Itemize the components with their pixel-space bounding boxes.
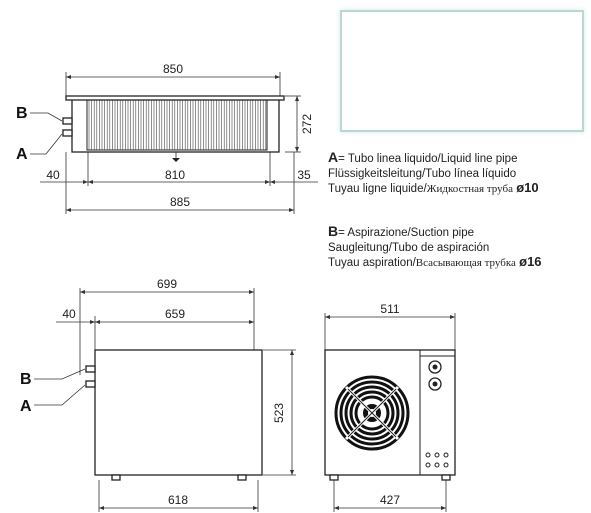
side-unit-body [94,349,263,476]
legend-b-line2: Saugleitung/Tubo de aspiración [328,241,490,254]
dim-618-label: 618 [168,493,188,507]
top-view: 850 B A 272 40 810 [16,62,318,214]
dim-40-top-label: 40 [46,168,60,182]
legend-a-line2: Flüssigkeitsleitung/Tubo línea líquido [328,167,517,180]
top-unit-flange [65,95,285,101]
legend-a-line3a: Tuyau ligne liquide/ [328,183,427,195]
label-b-side: B [20,371,32,388]
legend-b-value: ø16 [519,254,542,269]
inset-frame [340,10,584,132]
front-foot-right [441,474,451,481]
legend-b-line1: = Aspirazione/Suction pipe [338,227,474,239]
side-foot-left [111,474,121,481]
side-foot-right [237,474,247,481]
side-pipe-a [85,380,96,388]
label-b-top: B [16,105,28,122]
side-view: 699 40 659 B A 523 618 [20,277,296,512]
dim-850-label: 850 [163,62,183,76]
dim-272-label: 272 [300,114,314,134]
electrical-connectors-icon [425,452,449,468]
dim-810-label: 810 [165,168,185,182]
legend-a-value: ø10 [516,180,539,195]
dim-511-label: 511 [380,302,399,316]
label-a-side: A [20,398,32,415]
legend-b: B= Aspirazione/Suction pipe Saugleitung/… [328,224,590,271]
dim-40-side-label: 40 [62,307,76,321]
legend-a: A= Tubo linea liquido/Liquid line pipe F… [328,150,590,197]
coil-fins [88,100,267,150]
dim-35-label: 35 [297,168,311,182]
drain-outlet [172,158,180,162]
legend-b-line3b: Всасывающая трубка [415,257,516,269]
legend-b-line3a: Tuyau aspiration/ [328,257,416,269]
dim-699-label: 699 [157,277,177,291]
pipe-b-stub [62,117,73,125]
front-view: 511 427 [324,302,456,512]
top-unit-body [71,97,280,153]
label-a-top: A [16,146,28,163]
fan-grille-icon [334,375,410,451]
legend-a-line1: = Tubo linea liquido/Liquid line pipe [338,153,518,165]
front-foot-left [329,474,339,481]
dim-659-label: 659 [165,307,185,321]
side-pipe-b [85,365,96,373]
dim-885-label: 885 [170,195,190,209]
legend-a-key: A [328,149,339,165]
dim-427-label: 427 [380,493,400,507]
pipe-a-stub [62,129,73,137]
legend-b-key: B [328,223,339,239]
dim-523-label: 523 [272,403,286,423]
legend-a-line3b: Жидкостная труба [426,183,513,195]
